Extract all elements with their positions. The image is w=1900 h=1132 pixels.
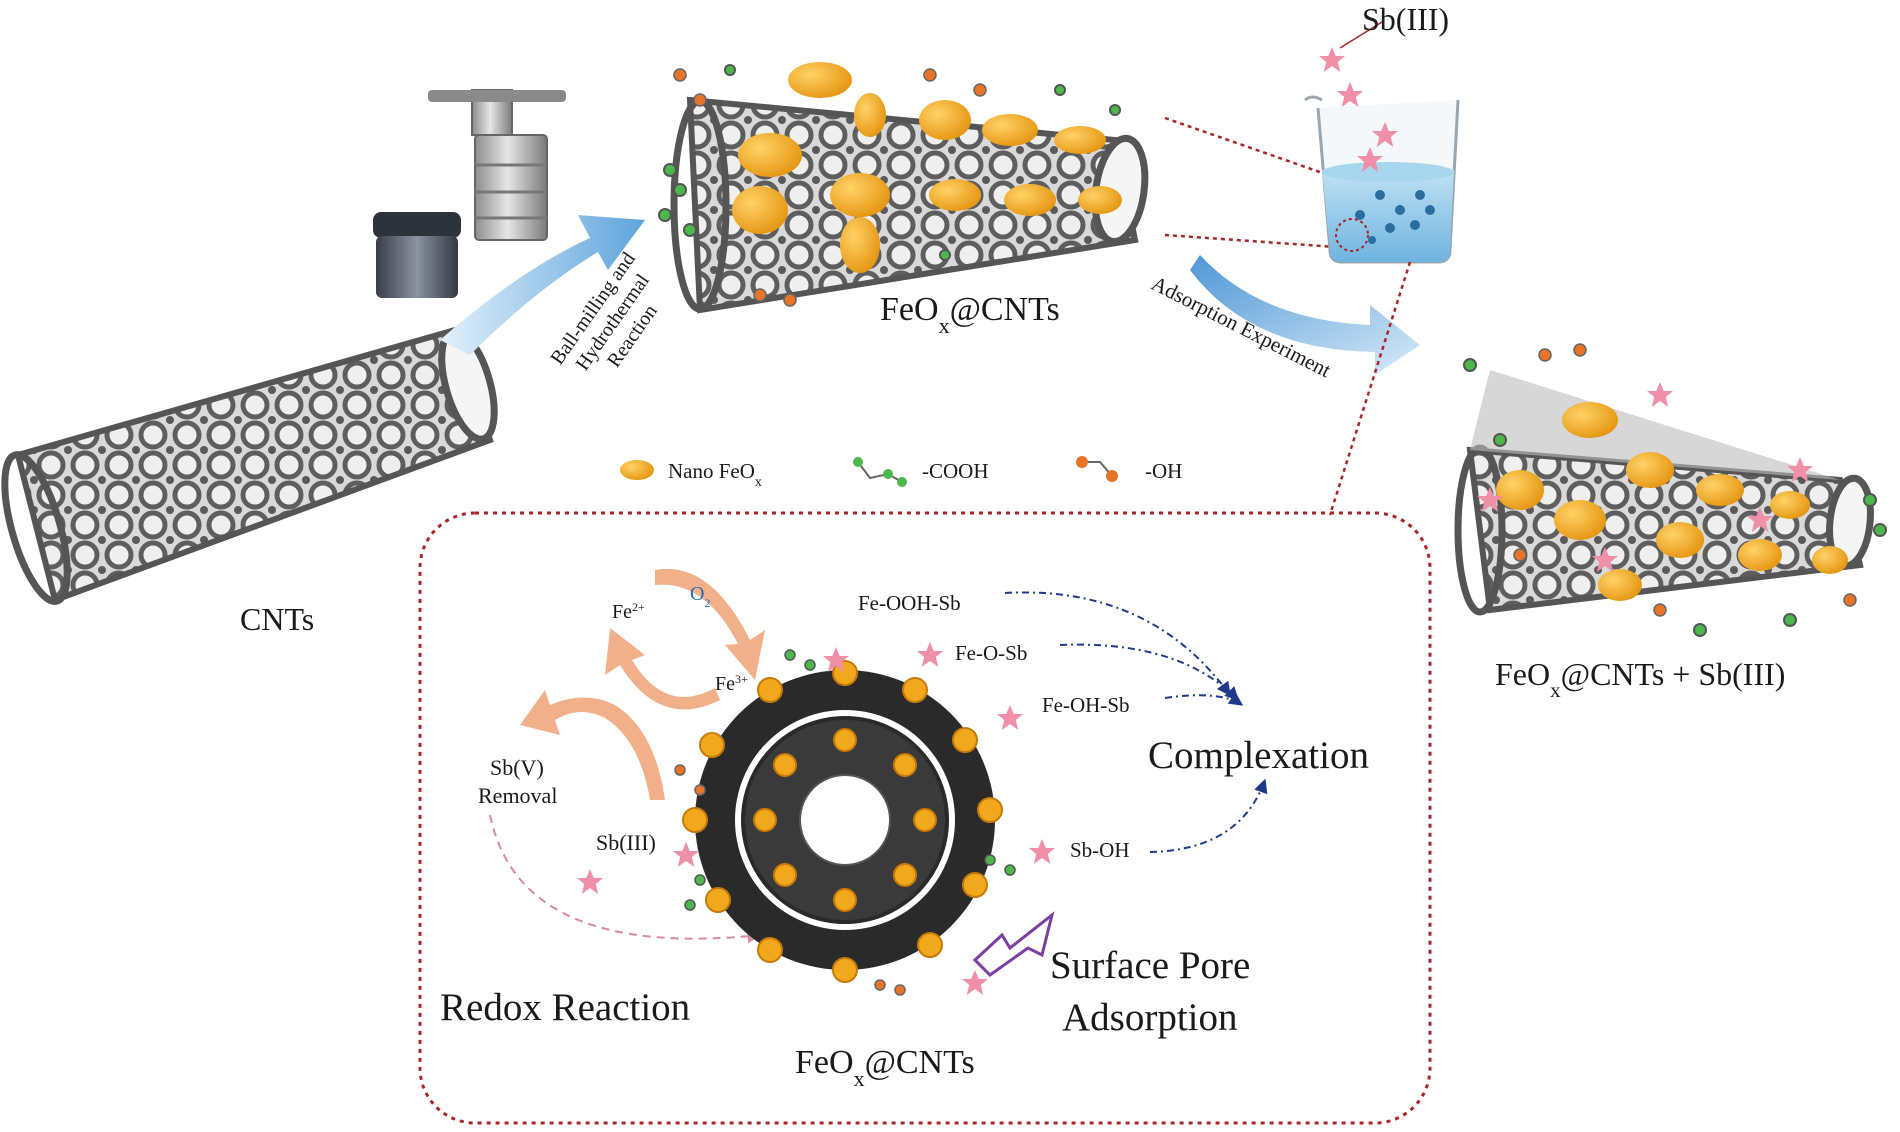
fe3-label: Fe3+	[715, 672, 748, 695]
surface-pore-label-line1: Surface Pore	[1050, 944, 1250, 987]
fe-oh-sb-label: Fe-OH-Sb	[1042, 693, 1130, 717]
legend-oh-label: -OH	[1145, 459, 1182, 483]
fe-ooh-sb-label: Fe-OOH-Sb	[858, 591, 961, 615]
legend-cooh-swatch	[853, 457, 907, 487]
sb5-label-line1: Sb(V)	[490, 755, 544, 780]
cycle-arrow-fe-return	[605, 628, 720, 710]
sb5-label-line2: Removal	[478, 783, 557, 808]
feox-particles	[732, 62, 1122, 273]
legend-nano-feox-label: Nano FeOx	[668, 459, 762, 490]
legend-oh-swatch	[1076, 456, 1118, 482]
feox-cnts-label-top: FeOx@CNTs	[880, 291, 1060, 338]
feox-cnts-label-bottom: FeOx@CNTs	[795, 1044, 975, 1091]
o2-label: O2	[690, 583, 710, 610]
fe-o-sb-label: Fe-O-Sb	[955, 641, 1027, 665]
sb3-pointer	[1339, 21, 1383, 49]
cycle-arrow-sb	[520, 690, 665, 800]
product-feox-particles	[1496, 402, 1848, 601]
zoom-line-top	[1164, 116, 1401, 202]
feox-cnts-cross-section	[577, 642, 1055, 996]
product-label: FeOx@CNTs + Sb(III)	[1495, 656, 1785, 702]
process-arrow	[440, 215, 645, 355]
reaction-jar-icon	[373, 212, 461, 298]
redox-cycle	[520, 568, 765, 800]
zoom-line-bottom	[1164, 233, 1351, 250]
legend: Nano FeOx -COOH -OH	[620, 456, 1182, 490]
sb-oh-label: Sb-OH	[1070, 838, 1130, 862]
legend-feox-swatch	[620, 460, 654, 480]
cooh-groups	[658, 64, 1121, 261]
zoom-line-inset	[1328, 261, 1412, 516]
surface-pore-arrow	[972, 911, 1055, 977]
sb3-inner-label: Sb(III)	[596, 830, 656, 855]
fe2-label: Fe2+	[612, 600, 645, 623]
product-cooh-groups	[1463, 358, 1887, 637]
product-oh-groups	[1513, 343, 1857, 617]
cross-section-oh-groups	[674, 764, 906, 996]
cnts-label: CNTs	[240, 601, 314, 637]
oh-groups	[673, 68, 987, 307]
mechanism-inset-frame	[418, 511, 1432, 1125]
sb3-beaker-label: Sb(III)	[1362, 1, 1449, 37]
autoclave-icon	[428, 89, 566, 241]
adsorption-arrow	[1190, 255, 1420, 375]
feox-cnts-nanotube	[658, 62, 1149, 314]
beaker-icon	[1304, 95, 1460, 264]
redox-reaction-label: Redox Reaction	[440, 986, 690, 1029]
redox-path-arrow	[489, 814, 762, 944]
cycle-arrow-o2	[655, 568, 765, 680]
cross-section-feox-particles	[682, 660, 1003, 983]
complexation-arrows	[1004, 591, 1268, 853]
cross-section-cooh-groups	[684, 649, 1016, 911]
surface-pore-label-line2: Adsorption	[1062, 996, 1238, 1039]
cnts-nanotube	[1, 326, 498, 605]
legend-cooh-label: -COOH	[922, 459, 989, 483]
complexation-label: Complexation	[1148, 734, 1369, 777]
product-nanotube	[1454, 343, 1887, 637]
